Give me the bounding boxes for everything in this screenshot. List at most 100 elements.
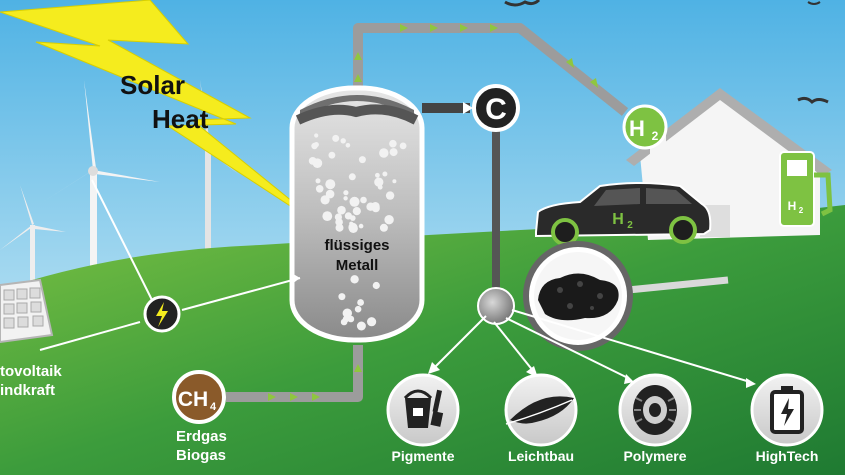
reactor-bubble (379, 223, 388, 232)
reactor-bubble (315, 185, 324, 193)
electricity-lines (39, 179, 301, 351)
reactor-bubble (343, 196, 348, 201)
reactor-bubble (389, 139, 397, 148)
reactor-bubble (347, 315, 355, 323)
reactor-bubble (332, 134, 340, 142)
paint-bucket-icon (403, 389, 444, 428)
car-icon: H 2 (535, 182, 712, 246)
gas-label-line2: Biogas (176, 447, 226, 464)
reactor-bubble (367, 317, 377, 327)
reactor-bubble (325, 189, 335, 199)
methane-label: CH (178, 388, 208, 411)
reactor-bubbles (308, 133, 407, 331)
bird-icon (807, 1, 821, 5)
electricity-node (143, 295, 181, 333)
product-arrowheads (428, 362, 756, 388)
pump-h2-subscript: 2 (799, 206, 804, 215)
reactor-bubble (372, 281, 380, 290)
car-h2-label: H (612, 211, 624, 228)
battery-icon (770, 386, 804, 434)
reactor-bubble (328, 151, 336, 159)
reactor-bubble (343, 190, 349, 196)
reactor-bubble (375, 172, 380, 178)
reactor-bubble (308, 157, 317, 165)
flow-arrows (268, 24, 598, 401)
reactor-bubble (345, 143, 351, 148)
pipe-network (226, 23, 629, 402)
bird-icon (797, 96, 829, 105)
reactor-bubble (354, 305, 362, 313)
reactor-bubble (348, 173, 356, 181)
reactor-bubble (358, 223, 364, 229)
car-h2-subscript: 2 (627, 220, 633, 231)
reactor-bubble (338, 293, 346, 301)
gas-label-line1: Erdgas (176, 428, 227, 445)
reactor-bubble (392, 179, 397, 184)
solar-heat-lightning (0, 0, 331, 233)
reactor-bubble (360, 196, 367, 204)
reactor-bubble (335, 223, 344, 232)
reactor-bubble (320, 195, 330, 205)
product-label-polymers: Polymere (623, 448, 686, 464)
hydrogen-node: H 2 (622, 104, 668, 150)
electricity-arrowhead (290, 272, 300, 284)
reactor-label-line2: Metall (336, 257, 379, 274)
reactor-bubble (379, 148, 389, 158)
reactor-bubble (377, 184, 383, 190)
methane-node: CH 4 (172, 370, 226, 424)
reactor-bubble (313, 142, 319, 148)
reactor-bubble (350, 275, 359, 284)
methane-subscript: 4 (210, 401, 217, 413)
solar-panel-icon (0, 278, 54, 344)
renewables-label-line1: tovoltaik (0, 363, 62, 380)
product-polymers: Polymere (618, 373, 692, 464)
lightning-bolt-icon (156, 302, 168, 327)
product-pigments: Pigmente (386, 373, 460, 464)
solar-label-line2: Heat (152, 104, 209, 134)
product-label-hightech: HighTech (756, 448, 819, 464)
reactor-bubble (384, 215, 394, 225)
reactor-bubble (342, 308, 352, 318)
reactor-bubble (385, 191, 395, 200)
product-lightweight: Leichtbau (504, 373, 578, 464)
hydrogen-node-subscript: 2 (652, 129, 659, 143)
wind-turbine-icon (0, 185, 66, 285)
tire-icon (633, 385, 677, 435)
reactor-bubble (337, 205, 346, 215)
reactor-bubble (335, 218, 343, 226)
flow-arrow-to-carbon (463, 102, 473, 114)
reactor-bubble (358, 156, 366, 164)
reactor-bubble (349, 196, 360, 207)
reactor-bubble (371, 202, 380, 211)
reactor-bubble (322, 211, 333, 222)
reactor-bubble (315, 178, 321, 184)
fuel-pump-icon: H 2 (779, 151, 833, 227)
feather-icon (505, 396, 574, 425)
reactor-label-line1: flüssiges (324, 237, 389, 254)
reactor-bubble (374, 177, 384, 187)
reactor-bubble (352, 207, 361, 216)
product-arrows (431, 309, 751, 383)
product-label-pigments: Pigmente (391, 448, 454, 464)
product-hightech: HighTech (750, 373, 824, 464)
carbon-label: C (485, 93, 507, 126)
reactor-bubble (382, 171, 388, 177)
renewables-label-line2: indkraft (0, 382, 55, 399)
reactor-bubble (348, 223, 358, 233)
pump-h2-label: H (788, 199, 797, 213)
bird-icon (504, 0, 541, 7)
wind-turbine-icon (38, 80, 160, 300)
reactor-bubble (340, 138, 346, 144)
hydrogen-node-label: H (629, 116, 645, 141)
carbon-node: C (472, 84, 520, 132)
reactor-bubble (344, 212, 352, 220)
product-label-lightweight: Leichtbau (508, 448, 574, 464)
reactor-bubble (399, 142, 407, 150)
reactor-bubble (389, 148, 398, 157)
reactor-bubble (314, 133, 319, 138)
reactor-bubble (357, 299, 364, 306)
reactor-bubble (356, 321, 366, 331)
reactor-bubble (325, 179, 336, 190)
